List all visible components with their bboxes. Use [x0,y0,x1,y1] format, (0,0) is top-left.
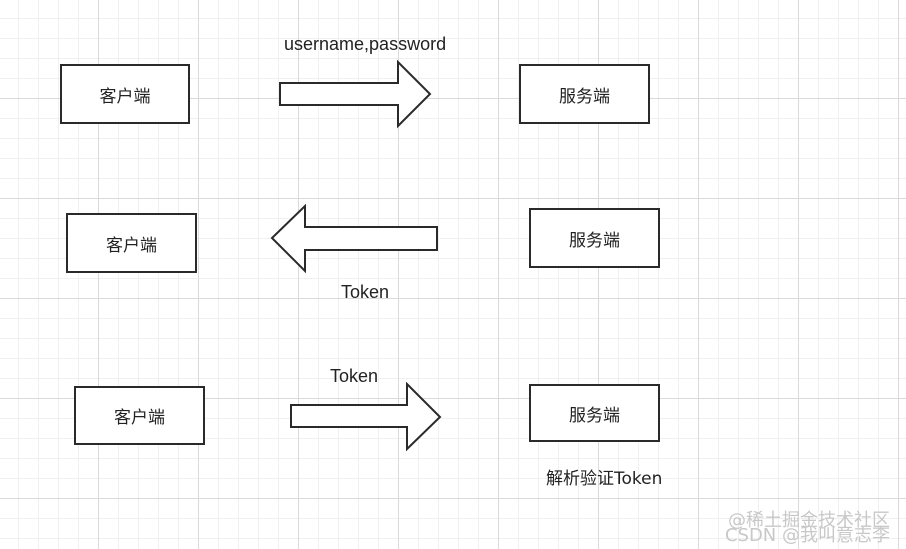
arrow-right-1 [279,59,432,129]
server-box-3: 服务端 [529,384,660,442]
arrow-left-2 [270,204,438,274]
arrow-right-1-shape [279,59,432,129]
token-response-label: Token [341,282,390,302]
arrow-right-3-shape [290,382,442,452]
token-request-label: Token [330,366,379,386]
client-box-2: 客户端 [66,213,197,273]
server-verify-note: 解析验证Token [546,469,663,489]
client-label-3: 客户端 [114,408,165,428]
server-box-2: 服务端 [529,208,660,268]
client-box-1: 客户端 [60,64,190,124]
client-box-3: 客户端 [74,386,205,445]
watermark-line-2: CSDN @我叫意志李 [724,525,890,546]
request-credentials-label: username,password [284,34,447,54]
server-label-3: 服务端 [569,405,620,426]
server-label-1: 服务端 [559,86,610,107]
server-label-2: 服务端 [569,230,620,251]
client-label-1: 客户端 [99,86,151,107]
watermark-line-1: @稀土掘金技术社区 [728,510,890,531]
arrow-left-2-shape [270,204,438,274]
server-box-1: 服务端 [519,64,650,124]
client-label-2: 客户端 [106,235,157,256]
arrow-right-3 [290,382,442,452]
